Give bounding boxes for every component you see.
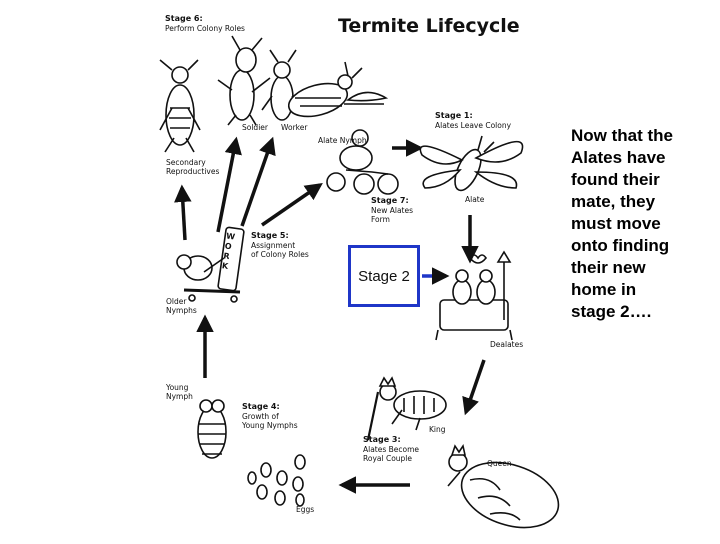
young-nymph-icon — [198, 400, 226, 458]
stage3-desc: Alates Become Royal Couple — [363, 445, 419, 463]
stage5-title: Stage 5: — [251, 231, 289, 240]
stage7-desc: New Alates Form — [371, 206, 413, 224]
side-caption-line: Alates have — [571, 147, 711, 169]
stage6-title: Stage 6: — [165, 14, 203, 23]
label-worker: Worker — [281, 123, 307, 132]
label-queen: Queen — [487, 459, 512, 468]
side-caption: Now that the Alates have found their mat… — [571, 125, 711, 323]
arrow-to-secondary — [182, 188, 185, 240]
stage2-highlight-box: Stage 2 — [348, 245, 420, 307]
arrow-to-stage7 — [262, 185, 320, 225]
stage6-desc: Perform Colony Roles — [165, 24, 245, 33]
stage2-label: Stage 2 — [358, 268, 410, 285]
side-caption-line: Now that the — [571, 125, 711, 147]
label-older-nymphs: Older Nymphs — [166, 297, 197, 315]
secondary-reproductive-icon — [160, 60, 200, 152]
arrow-stage2-to-stage3 — [466, 360, 484, 412]
stage1-title: Stage 1: — [435, 111, 473, 120]
stage4-title: Stage 4: — [242, 402, 280, 411]
side-caption-line: stage 2…. — [571, 301, 711, 323]
eggs-icon — [248, 455, 305, 506]
stage3-title: Stage 3: — [363, 435, 401, 444]
alate-icon — [420, 136, 522, 194]
label-soldier: Soldier — [242, 123, 268, 132]
stage1-desc: Alates Leave Colony — [435, 121, 511, 130]
stage7-title: Stage 7: — [371, 196, 409, 205]
side-caption-line: onto finding — [571, 235, 711, 257]
label-alate-nymph: Alate Nymph — [318, 136, 367, 145]
label-king: King — [429, 425, 446, 434]
stage4-desc: Growth of Young Nymphs — [242, 412, 298, 430]
side-caption-line: mate, they — [571, 191, 711, 213]
side-caption-line: their new — [571, 257, 711, 279]
label-alate: Alate — [465, 195, 484, 204]
alate-nymph-icon — [285, 62, 386, 122]
side-caption-line: found their — [571, 169, 711, 191]
soldier-icon — [218, 36, 270, 125]
label-young-nymph: Young Nymph — [166, 383, 193, 401]
label-eggs: Eggs — [296, 505, 314, 514]
label-secondary-reproductives: Secondary Reproductives — [166, 158, 219, 176]
diagram-title: Termite Lifecycle — [338, 15, 520, 37]
stage5-desc: Assignment of Colony Roles — [251, 241, 309, 259]
arrow-to-soldier — [218, 140, 236, 232]
arrow-to-worker — [242, 140, 272, 226]
side-caption-line: must move — [571, 213, 711, 235]
label-dealates: Dealates — [490, 340, 523, 349]
dealates-icon — [436, 252, 512, 340]
side-caption-line: home in — [571, 279, 711, 301]
